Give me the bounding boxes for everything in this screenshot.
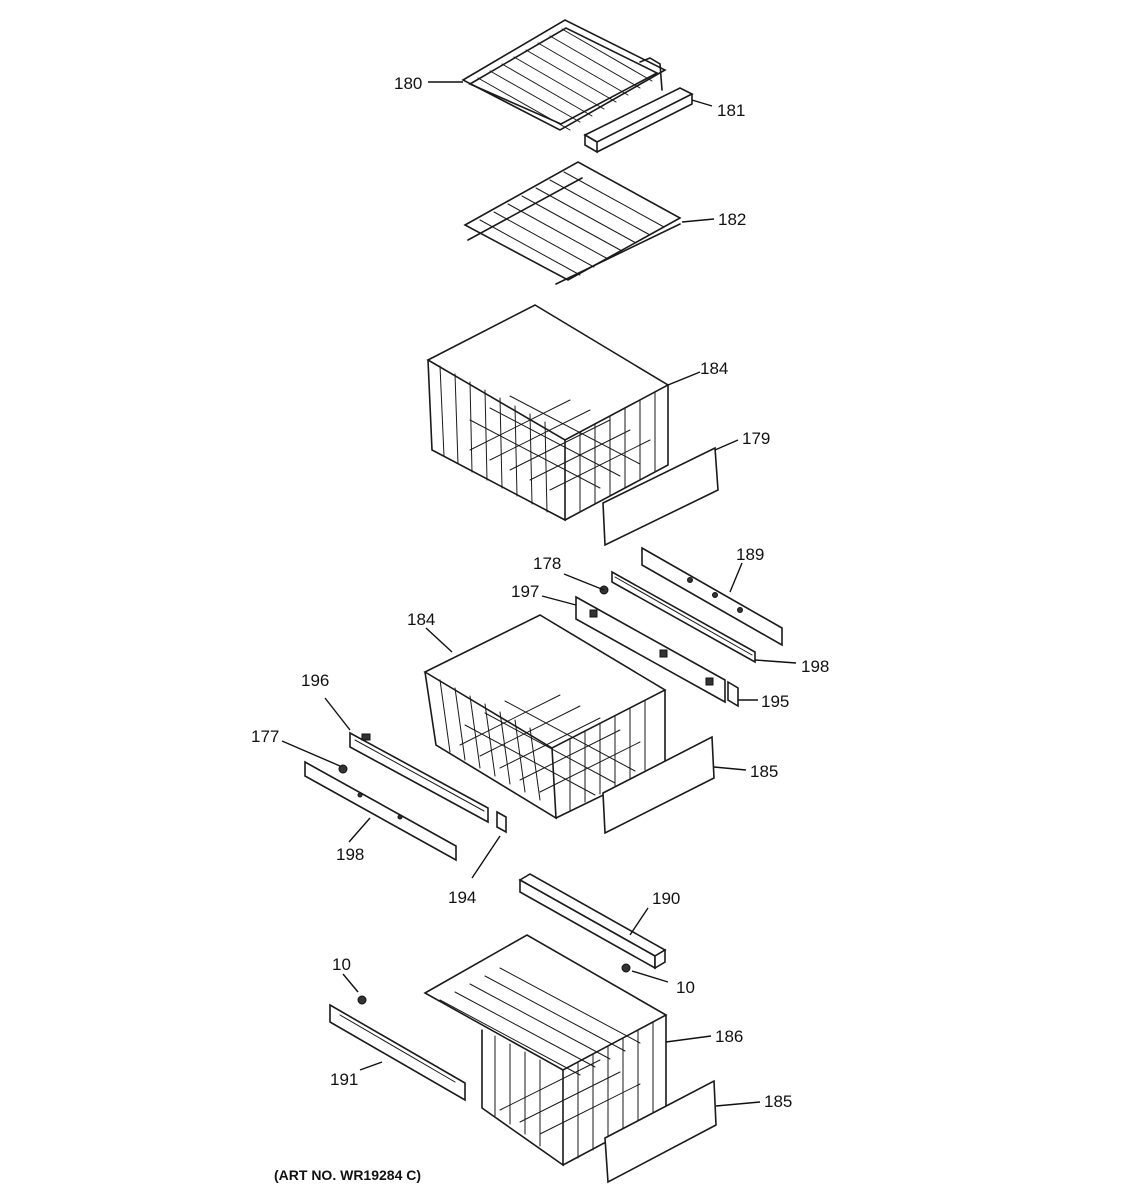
slide-rail-198-right xyxy=(611,570,756,664)
wire-basket-184-upper xyxy=(426,304,670,522)
callout-198-left: 198 xyxy=(336,845,364,864)
slide-stop-195 xyxy=(727,680,739,708)
callout-177: 177 xyxy=(251,727,279,746)
drawer-front-185-middle xyxy=(602,735,715,835)
callout-labels: 180 181 182 184 179 178 189 197 184 198 … xyxy=(251,74,829,1111)
wire-shelf-180 xyxy=(461,19,667,131)
callout-197: 197 xyxy=(511,582,539,601)
callout-178: 178 xyxy=(533,554,561,573)
art-number: (ART NO. WR19284 C) xyxy=(274,1167,421,1183)
screw-10-left xyxy=(357,995,367,1005)
callout-10-left: 10 xyxy=(332,955,351,974)
rail-190 xyxy=(518,873,667,970)
callout-180: 180 xyxy=(394,74,422,93)
drawer-front-185-bottom xyxy=(604,1079,717,1184)
callout-196: 196 xyxy=(301,671,329,690)
slide-rail-198-left xyxy=(304,760,457,862)
screw-10-right xyxy=(621,963,631,973)
callout-186: 186 xyxy=(715,1027,743,1046)
leader-lines xyxy=(281,81,797,1107)
callout-198-right: 198 xyxy=(801,657,829,676)
callout-191: 191 xyxy=(330,1070,358,1089)
slide-rail-189 xyxy=(641,546,783,647)
callout-189: 189 xyxy=(736,545,764,564)
callout-181: 181 xyxy=(717,101,745,120)
callout-179: 179 xyxy=(742,429,770,448)
callout-184-upper: 184 xyxy=(700,359,728,378)
callout-195: 195 xyxy=(761,692,789,711)
basket-front-179 xyxy=(602,446,719,547)
callout-185-middle: 185 xyxy=(750,762,778,781)
slide-rail-196 xyxy=(349,731,489,824)
slide-stop-194 xyxy=(496,810,507,834)
shelf-trim-181 xyxy=(583,87,694,154)
callout-10-right: 10 xyxy=(676,978,695,997)
callout-185-bottom: 185 xyxy=(764,1092,792,1111)
wire-shelf-182 xyxy=(463,161,682,285)
rail-191 xyxy=(329,1003,466,1102)
callout-194: 194 xyxy=(448,888,476,907)
callout-182: 182 xyxy=(718,210,746,229)
callout-184-middle: 184 xyxy=(407,610,435,629)
callout-190: 190 xyxy=(652,889,680,908)
slide-bracket-197 xyxy=(575,595,726,704)
screw-177 xyxy=(338,764,348,774)
